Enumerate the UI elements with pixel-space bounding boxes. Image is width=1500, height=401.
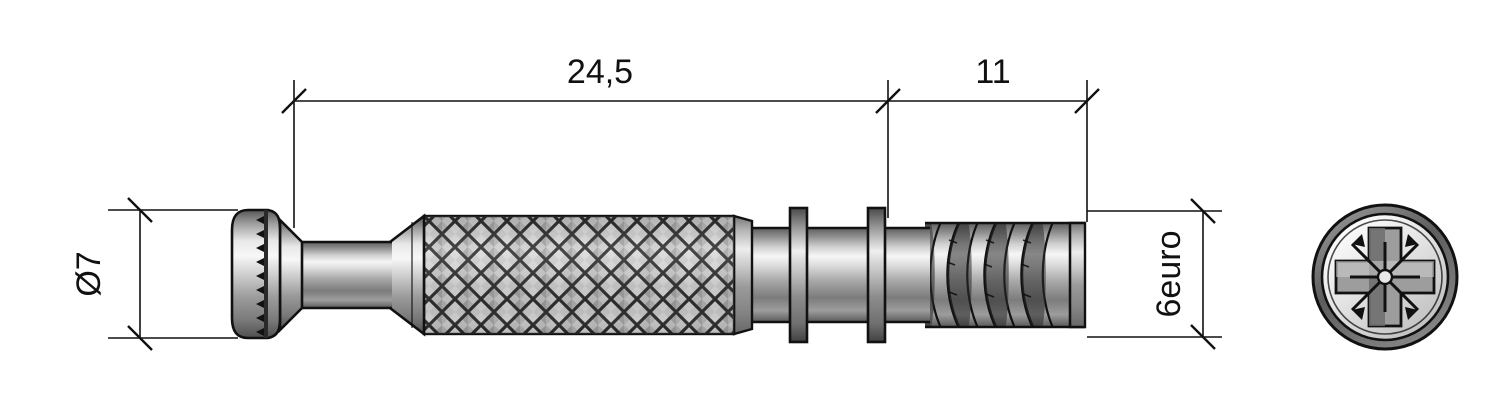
dimension-layer: [108, 80, 1222, 351]
tick-6euro-bottom: [1190, 324, 1216, 350]
tick-dia7-bottom: [127, 325, 153, 351]
dimension-right-vertical: [1087, 198, 1222, 350]
head-taper: [278, 216, 304, 334]
dimension-left-vertical: [108, 197, 238, 351]
serrated-head: [230, 208, 282, 340]
tick-left: [281, 88, 307, 114]
head-serrations: [256, 210, 268, 338]
dimension-label-11: 11: [975, 53, 1010, 91]
mid-shaft: [752, 226, 930, 324]
tick-mid: [875, 88, 901, 114]
thread-shank: [925, 221, 1087, 329]
taper-to-knurl: [388, 213, 426, 337]
end-view-head: [1311, 203, 1459, 351]
pozidriv-cross-recess: [1334, 226, 1436, 328]
dimension-top-horizontal: [281, 80, 1100, 228]
pozidriv-ribs: [1350, 242, 1420, 312]
side-view-screw: [230, 206, 1087, 344]
dimension-label-6euro: 6euro: [1150, 231, 1188, 318]
pozidriv-rib-tips: [1352, 234, 1418, 320]
knurled-body: [422, 214, 754, 336]
neck-shaft: [302, 240, 392, 310]
collar-ring-1: [788, 206, 809, 344]
tick-right: [1074, 88, 1100, 114]
tick-dia7-top: [127, 197, 153, 223]
collar-ring-2: [866, 206, 887, 344]
dimension-label-24-5: 24,5: [567, 53, 633, 91]
tick-6euro-top: [1190, 198, 1216, 224]
dimension-label-diameter-7: Ø7: [70, 251, 108, 296]
thread-helix: [925, 223, 1054, 327]
